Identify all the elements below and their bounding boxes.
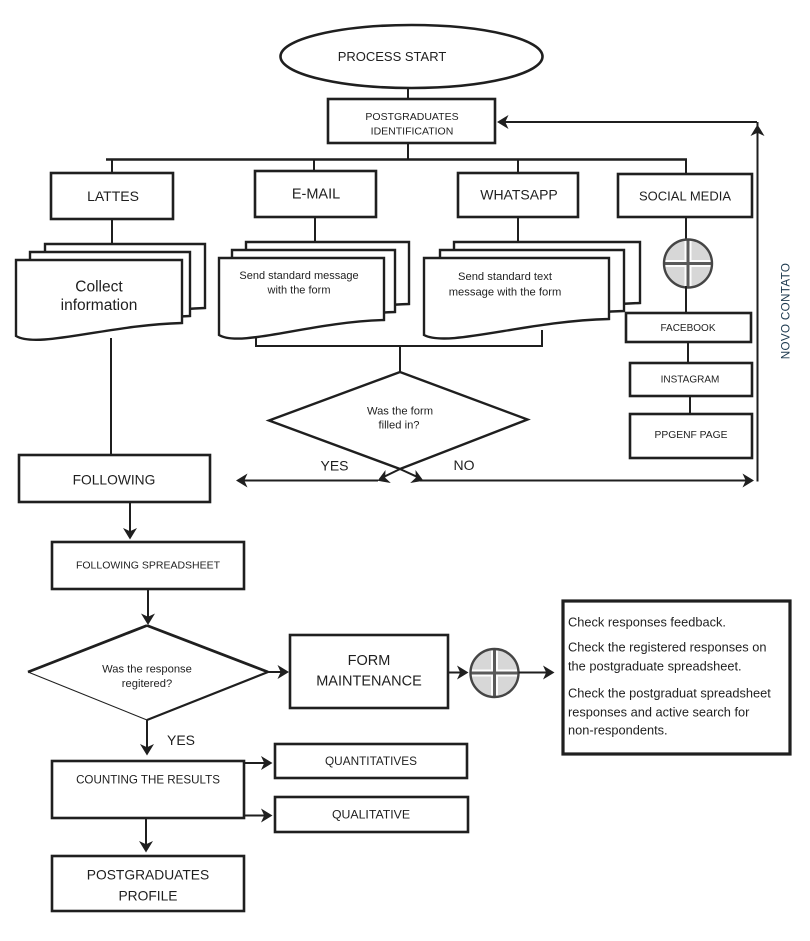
svg-text:message with the form: message with the form [449, 287, 562, 299]
svg-text:Check the registered responses: Check the registered responses on [568, 640, 766, 655]
svg-text:INSTAGRAM: INSTAGRAM [661, 375, 720, 386]
svg-text:SOCIAL MEDIA: SOCIAL MEDIA [639, 189, 731, 204]
svg-text:E-MAIL: E-MAIL [292, 187, 340, 203]
svg-text:Check responses feedback.: Check responses feedback. [568, 615, 726, 630]
svg-text:YES: YES [167, 732, 195, 748]
svg-text:FOLLOWING: FOLLOWING [73, 473, 156, 488]
svg-text:non-respondents.: non-respondents. [568, 723, 668, 738]
svg-text:IDENTIFICATION: IDENTIFICATION [371, 126, 454, 138]
svg-text:Was the form: Was the form [367, 406, 433, 418]
svg-text:QUANTITATIVES: QUANTITATIVES [325, 754, 417, 768]
svg-text:LATTES: LATTES [87, 188, 139, 204]
svg-text:COUNTING THE RESULTS: COUNTING THE RESULTS [76, 774, 220, 787]
svg-text:PPGENF PAGE: PPGENF PAGE [654, 430, 727, 441]
svg-text:Send standard message: Send standard message [239, 270, 358, 282]
svg-text:FACEBOOK: FACEBOOK [660, 323, 715, 334]
svg-text:NO: NO [454, 457, 475, 473]
svg-text:POSTGRADUATES: POSTGRADUATES [365, 111, 458, 123]
svg-text:the postgraduate spreadsheet.: the postgraduate spreadsheet. [568, 659, 742, 674]
svg-text:YES: YES [320, 458, 348, 474]
svg-text:PROFILE: PROFILE [118, 889, 177, 904]
svg-text:Send standard text: Send standard text [458, 271, 553, 283]
svg-text:NOVO CONTATO: NOVO CONTATO [780, 263, 793, 359]
svg-text:responses and active search fo: responses and active search for [568, 705, 750, 720]
svg-text:regitered?: regitered? [122, 678, 172, 690]
svg-text:Collect: Collect [75, 279, 123, 296]
svg-text:filled in?: filled in? [378, 420, 419, 432]
svg-text:Check the postgraduat spreadsh: Check the postgraduat spreadsheet [568, 686, 771, 701]
svg-text:with the form: with the form [267, 285, 331, 297]
svg-text:MAINTENANCE: MAINTENANCE [316, 674, 422, 690]
svg-text:FORM: FORM [348, 653, 391, 669]
svg-text:POSTGRADUATES: POSTGRADUATES [87, 868, 209, 883]
svg-text:WHATSAPP: WHATSAPP [480, 187, 558, 203]
svg-text:PROCESS START: PROCESS START [338, 49, 447, 64]
svg-text:Was the response: Was the response [102, 664, 192, 676]
svg-text:FOLLOWING SPREADSHEET: FOLLOWING SPREADSHEET [76, 560, 221, 572]
svg-text:information: information [61, 297, 138, 314]
svg-text:QUALITATIVE: QUALITATIVE [332, 808, 410, 822]
